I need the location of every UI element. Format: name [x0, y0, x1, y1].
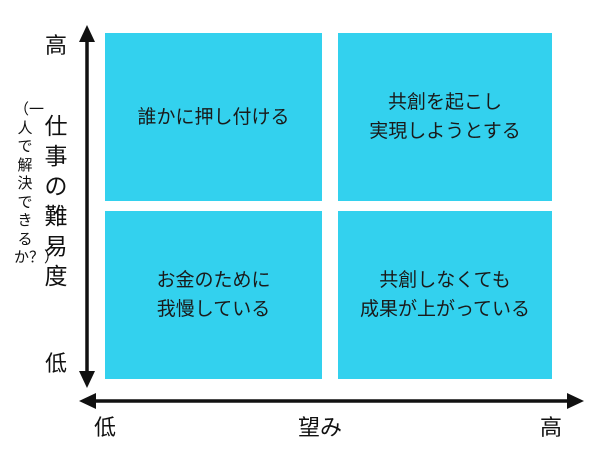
- quadrant-top-left: 誰かに押し付ける: [105, 33, 322, 201]
- y-axis-low-label: 低: [45, 352, 68, 377]
- quadrant-bottom-right: 共創しなくても 成果が上がっている: [338, 211, 552, 379]
- y-axis-title: 仕事の難易度: [44, 114, 68, 290]
- x-axis-arrow-right: [567, 393, 584, 409]
- y-axis-subtitle: （一人で解決できるか？）: [14, 100, 60, 266]
- x-axis-low-label: 低: [94, 416, 117, 441]
- y-axis-high-label: 高: [45, 34, 68, 59]
- quadrant-bottom-right-label: 共創しなくても 成果が上がっている: [359, 269, 531, 320]
- y-axis-arrow-up: [79, 25, 95, 42]
- quadrant-top-right: 共創を起こし 実現しようとする: [338, 33, 552, 201]
- y-axis-arrow-down: [79, 371, 95, 388]
- quadrant-top-left-label: 誰かに押し付ける: [137, 105, 290, 128]
- x-axis-high-label: 高: [540, 416, 563, 441]
- quadrant-bottom-left-label: お金のために 我慢している: [156, 269, 271, 320]
- quadrant-top-right-label: 共創を起こし 実現しようとする: [369, 91, 521, 142]
- quadrant-bottom-left: お金のために 我慢している: [105, 211, 322, 379]
- x-axis-arrow-left: [79, 393, 96, 409]
- x-axis-title: 望み: [298, 416, 343, 441]
